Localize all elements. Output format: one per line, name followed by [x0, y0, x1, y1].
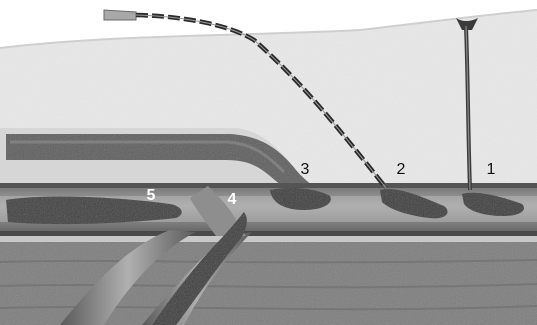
label-3: 3: [301, 161, 310, 178]
main-vein-wall-top: [0, 183, 537, 188]
main-vein-wall-bottom: [0, 231, 537, 236]
fascia-line: [0, 236, 537, 242]
label-5: 5: [147, 187, 156, 204]
label-4: 4: [228, 191, 237, 208]
label-1: 1: [487, 161, 496, 178]
label-2: 2: [397, 161, 406, 178]
